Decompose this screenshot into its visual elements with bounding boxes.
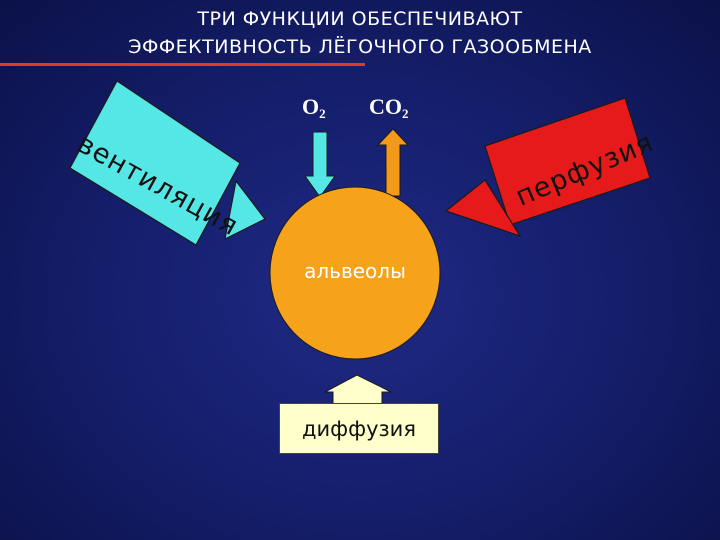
o2-label: O2 (302, 94, 326, 121)
perfusion-arrow (484, 97, 651, 226)
o2-arrow (304, 131, 336, 198)
diffusion-label: диффузия (302, 416, 416, 441)
title-line-2: ЭФФЕКТИВНОСТЬ ЛЁГОЧНОГО ГАЗООБМЕНА (128, 36, 592, 58)
diffusion-arrow (324, 374, 392, 405)
title-underline (0, 63, 365, 66)
co2-label: CO2 (369, 94, 409, 121)
diffusion-box: диффузия (279, 403, 439, 454)
alveoli-label: альвеолы (304, 259, 406, 283)
ventilation-arrowhead (224, 179, 266, 241)
co2-arrow (376, 128, 410, 197)
title-line-1: ТРИ ФУНКЦИИ ОБЕСПЕЧИВАЮТ (197, 8, 523, 30)
alveoli-circle (269, 186, 441, 360)
ventilation-arrow (69, 80, 241, 246)
perfusion-arrowhead (444, 179, 522, 238)
